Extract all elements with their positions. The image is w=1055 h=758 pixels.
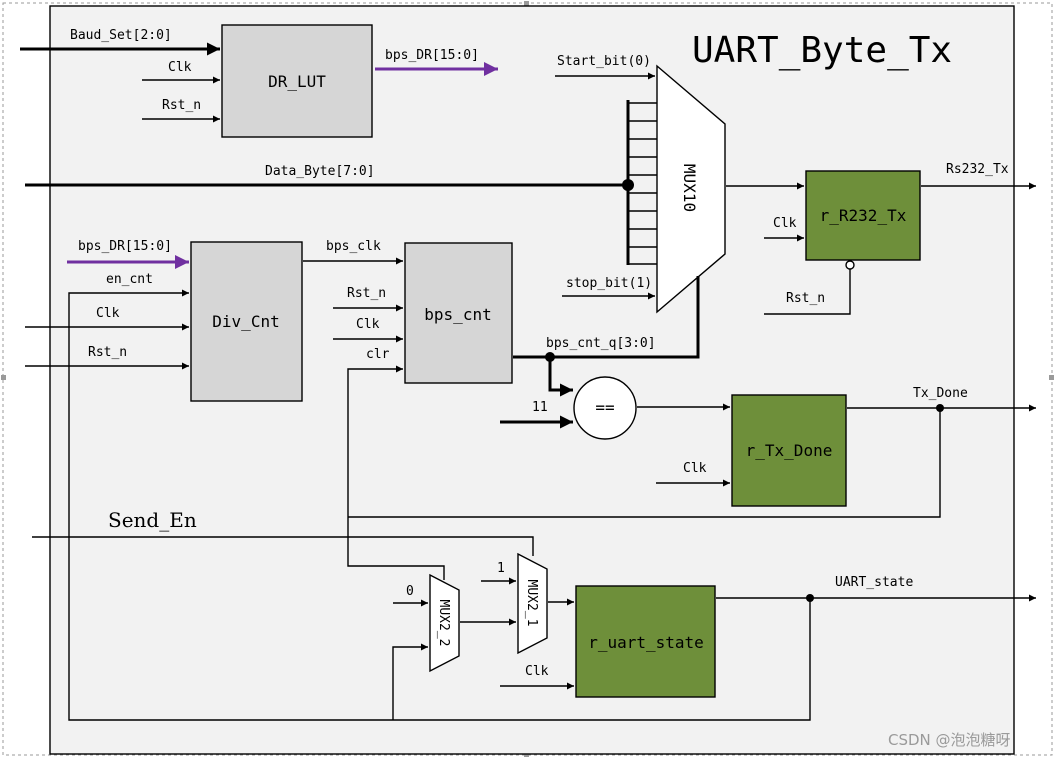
eq-comparator: [573, 376, 637, 440]
bps-clk-label: bps_clk: [326, 239, 381, 254]
bps-cnt-q-label: bps_cnt_q[3:0]: [546, 336, 656, 351]
bps-cnt-q-bus: [513, 276, 700, 359]
csdn-watermark: CSDN @泡泡糖呀: [888, 731, 1011, 749]
const-1-label: 1: [497, 561, 505, 576]
module-title: UART_Byte_Tx: [692, 30, 952, 71]
r-r232-tx-block: [805, 170, 921, 261]
const-11-label: 11: [532, 400, 548, 415]
div-cnt-rst-label: Rst_n: [88, 345, 127, 360]
tx-done-feedback: [348, 408, 941, 518]
frame-handle: [524, 1, 529, 6]
div-cnt-label: Div_Cnt: [212, 312, 279, 331]
tx-done-clk-label: Clk: [683, 461, 707, 476]
dr-lut-clk-label: Clk: [168, 60, 192, 75]
r232-rst-bubble: [845, 260, 855, 270]
frame-handle: [1, 375, 6, 380]
eq-label: ==: [595, 398, 614, 417]
dr-lut-label: DR_LUT: [268, 72, 326, 91]
bps-cnt-rst-label: Rst_n: [347, 286, 386, 301]
mux2-2-label: MUX2_2: [436, 600, 451, 647]
r-r232-tx-label: r_R232_Tx: [820, 206, 907, 225]
bps-cnt-q-to-eq: [548, 357, 573, 397]
r232-clk-label: Clk: [773, 216, 797, 231]
r-uart-state-label: r_uart_state: [588, 633, 704, 652]
baud-set-label: Baud_Set[2:0]: [70, 28, 172, 43]
uart-state-feedback: [68, 292, 811, 721]
r-uart-state-block: [575, 585, 716, 698]
mux2-2-block: [429, 573, 460, 673]
clr-label: clr: [366, 347, 390, 362]
dr-lut-block: [221, 24, 373, 138]
clr-wire: [347, 365, 403, 517]
data-byte-label: Data_Byte[7:0]: [265, 164, 375, 179]
rs232-tx-label: Rs232_Tx: [946, 162, 1009, 177]
start-bit-label: Start_bit(0): [557, 54, 651, 69]
mux10-input-ticks: [628, 102, 657, 265]
mux2-1-label: MUX2_1: [524, 580, 539, 627]
mux10-block: [656, 64, 726, 314]
tx-done-label: Tx_Done: [913, 386, 968, 401]
bps-cnt-clk-label: Clk: [356, 317, 380, 332]
stop-bit-label: stop_bit(1): [566, 276, 652, 291]
send-en-label: Send_En: [108, 508, 197, 532]
r-tx-done-block: [731, 394, 847, 507]
div-cnt-block: [190, 241, 303, 402]
en-cnt-label: en_cnt: [106, 272, 153, 287]
uart-state-feedback-to-mux2-2: [392, 643, 428, 720]
uart-state-clk-label: Clk: [525, 664, 549, 679]
const-0-label: 0: [406, 584, 414, 599]
bps-dr-out-label: bps_DR[15:0]: [385, 48, 479, 63]
uart-state-label: UART_state: [835, 575, 913, 590]
r232-rst-wire: [764, 269, 851, 315]
mux2-1-block: [517, 552, 548, 655]
r232-rst-label: Rst_n: [786, 291, 825, 306]
dr-lut-rst-label: Rst_n: [162, 98, 201, 113]
frame-handle: [1049, 375, 1054, 380]
mux10-label: MUX10: [680, 164, 699, 212]
bps-cnt-label: bps_cnt: [424, 305, 491, 324]
div-cnt-clk-label: Clk: [96, 306, 120, 321]
r-tx-done-label: r_Tx_Done: [746, 441, 833, 460]
bps-dr-in-label: bps_DR[15:0]: [78, 239, 172, 254]
bps-cnt-block: [404, 242, 513, 384]
send-en-wire: [32, 536, 534, 556]
tx-done-to-mux2-2-sel: [347, 517, 445, 580]
